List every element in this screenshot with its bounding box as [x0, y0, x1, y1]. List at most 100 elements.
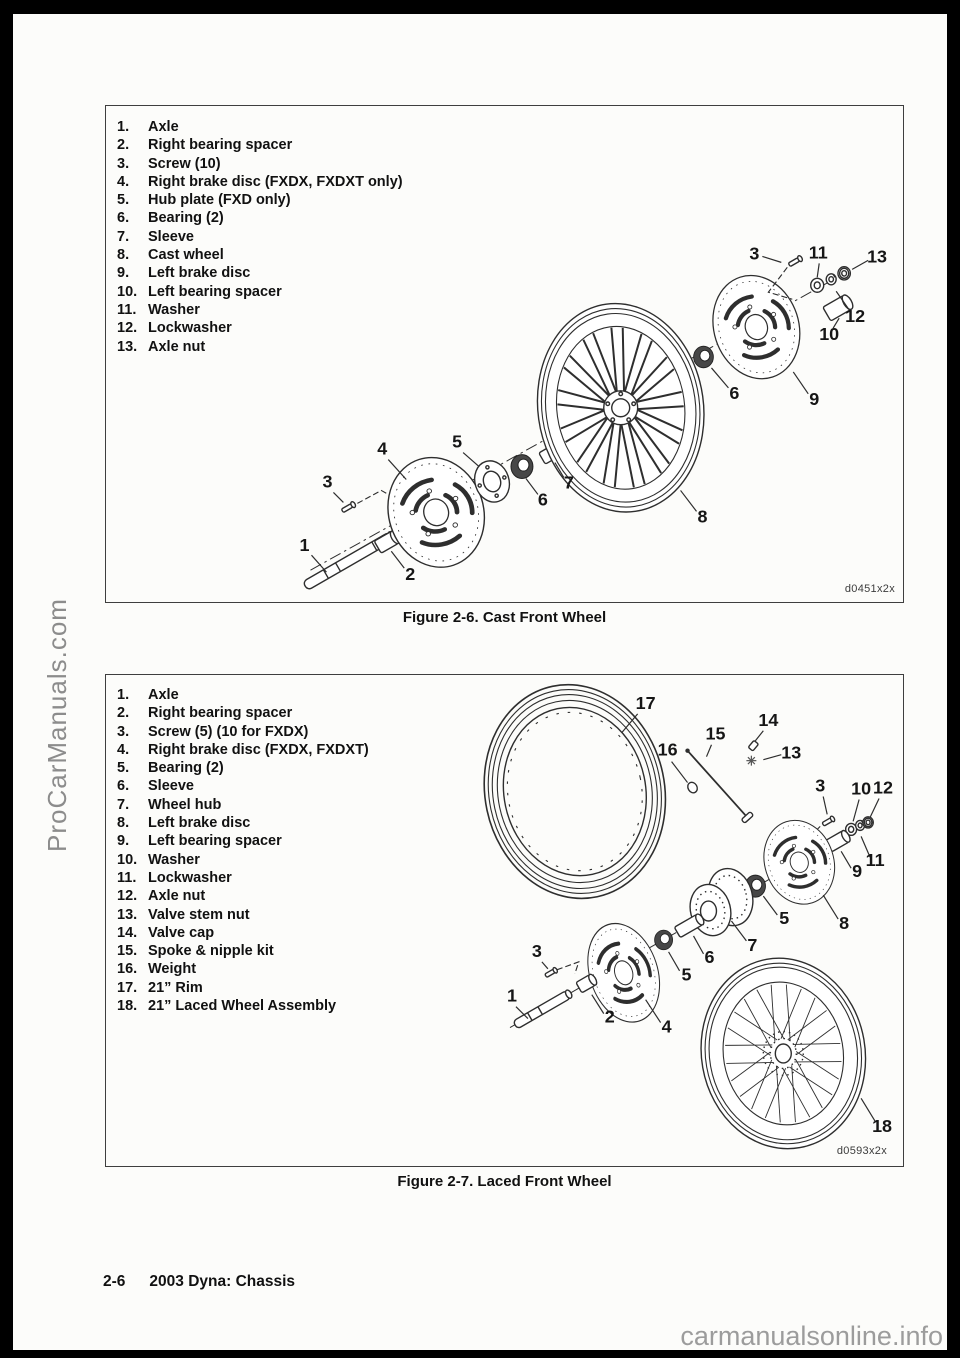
part-label: Axle nut — [148, 338, 206, 355]
part-number: 3. — [117, 155, 130, 172]
part-label: Screw (10) — [148, 155, 221, 172]
part-label: Axle — [148, 687, 179, 703]
callout-leader-line — [333, 492, 344, 503]
washer-drawing — [844, 822, 858, 837]
part-list-item: 12.Axle nut — [117, 887, 369, 905]
callout-5: 5 — [779, 908, 789, 928]
figure-2-7-caption: Figure 2-7. Laced Front Wheel — [397, 1173, 612, 1190]
callout-8: 8 — [839, 913, 849, 933]
callout-leader-line — [762, 255, 782, 263]
part-label: Washer — [148, 301, 200, 318]
part-label: Lockwasher — [148, 869, 232, 886]
part-number: 3. — [117, 723, 130, 740]
axle-drawing — [513, 989, 573, 1029]
part-number: 18. — [117, 998, 138, 1015]
part-list-item: 13.Axle nut — [117, 338, 403, 356]
part-number: 12. — [117, 888, 138, 905]
callout-4: 4 — [377, 439, 387, 459]
callout-leader-line — [860, 1097, 876, 1122]
callout-8: 8 — [698, 506, 708, 526]
callout-leader-line — [822, 796, 828, 815]
part-number: 7. — [117, 228, 130, 245]
part-number: 5. — [117, 760, 130, 777]
part-number: 2. — [117, 137, 130, 154]
callout-leader-line — [668, 951, 681, 972]
part-list-item: 9.Left bearing spacer — [117, 832, 369, 850]
part-list-item: 10.Left bearing spacer — [117, 283, 403, 301]
part-list-item: 11. Lockwasher — [117, 869, 369, 887]
part-label: Hub plate (FXD only) — [148, 192, 291, 209]
callout-18: 18 — [872, 1116, 892, 1136]
figure-2-6-drawing-code: d0451x2x — [844, 583, 895, 595]
part-label: Cast wheel — [148, 247, 224, 264]
left-brake-disc-drawing — [700, 264, 813, 390]
part-label: 21” Laced Wheel Assembly — [148, 998, 337, 1015]
rim-drawing — [483, 683, 667, 900]
right-brake-disc-drawing — [576, 914, 672, 1031]
part-list-item: 8.Left brake disc — [117, 814, 369, 832]
callout-leader-line — [705, 744, 713, 757]
part-label: Wheel hub — [148, 796, 222, 813]
part-label: Right brake disc (FXDX, FXDXT only) — [148, 173, 403, 190]
part-number: 1. — [117, 687, 130, 703]
callout-leader-line — [554, 462, 565, 478]
part-list-item: 11.Washer — [117, 301, 403, 319]
part-number: 6. — [117, 210, 130, 227]
callout-leader-line — [816, 263, 820, 278]
part-label: Sleeve — [148, 778, 194, 795]
part-number: 11. — [117, 869, 137, 886]
lockwasher-drawing — [825, 273, 837, 286]
axle-nut-drawing — [862, 816, 874, 829]
callout-13: 13 — [867, 246, 887, 266]
part-list-item: 15.Spoke & nipple kit — [117, 942, 369, 960]
callout-6: 6 — [704, 947, 714, 967]
callout-leader-line — [671, 761, 689, 783]
callout-3: 3 — [815, 776, 825, 796]
callout-2: 2 — [605, 1007, 615, 1027]
hub-plate-drawing — [473, 460, 511, 503]
part-label: Bearing (2) — [148, 760, 224, 777]
callout-7: 7 — [564, 472, 574, 492]
callout-5: 5 — [682, 965, 692, 985]
callout-12: 12 — [873, 778, 893, 798]
part-list-item: 9.Left brake disc — [117, 264, 403, 282]
part-list-item: 14. Valve cap — [117, 924, 369, 942]
part-number: 9. — [117, 265, 130, 282]
callout-leader-line — [390, 550, 405, 569]
screw-drawing — [544, 966, 559, 978]
callout-leader-line — [822, 894, 839, 920]
callout-leader-line — [730, 920, 747, 942]
part-number: 14. — [117, 924, 138, 941]
callout-leader-line — [754, 730, 764, 742]
spoke-nipple-drawing — [685, 748, 754, 824]
part-label: 21” Rim — [148, 979, 203, 996]
callout-leader-line — [680, 490, 697, 512]
page-footer: 2-6 2003 Dyna: Chassis — [103, 1273, 295, 1291]
part-list-item: 4.Right brake disc (FXDX, FXDXT only) — [117, 173, 403, 191]
callout-7: 7 — [747, 935, 757, 955]
part-number: 8. — [117, 815, 130, 832]
callout-3: 3 — [749, 243, 759, 263]
callout-11: 11 — [866, 850, 885, 870]
part-list-item: 18. 21” Laced Wheel Assembly — [117, 997, 369, 1015]
callout-14: 14 — [758, 710, 778, 730]
watermark-procarmanuals: ProCarManuals.com — [42, 598, 72, 852]
callout-leader-line — [852, 799, 860, 822]
bearing-drawing — [693, 345, 714, 369]
callout-1: 1 — [300, 535, 310, 555]
callout-4: 4 — [662, 1017, 672, 1037]
part-label: Lockwasher — [148, 320, 232, 337]
part-label: Spoke & nipple kit — [148, 943, 274, 960]
part-number: 7. — [117, 796, 130, 813]
callout-leader-line — [387, 459, 407, 480]
part-label: Valve cap — [148, 924, 215, 941]
part-number: 17. — [117, 979, 138, 996]
callout-leader-line — [792, 371, 809, 395]
callout-6: 6 — [538, 489, 548, 509]
part-number: 12. — [117, 320, 138, 337]
valve-stem-nut-drawing — [746, 755, 757, 766]
